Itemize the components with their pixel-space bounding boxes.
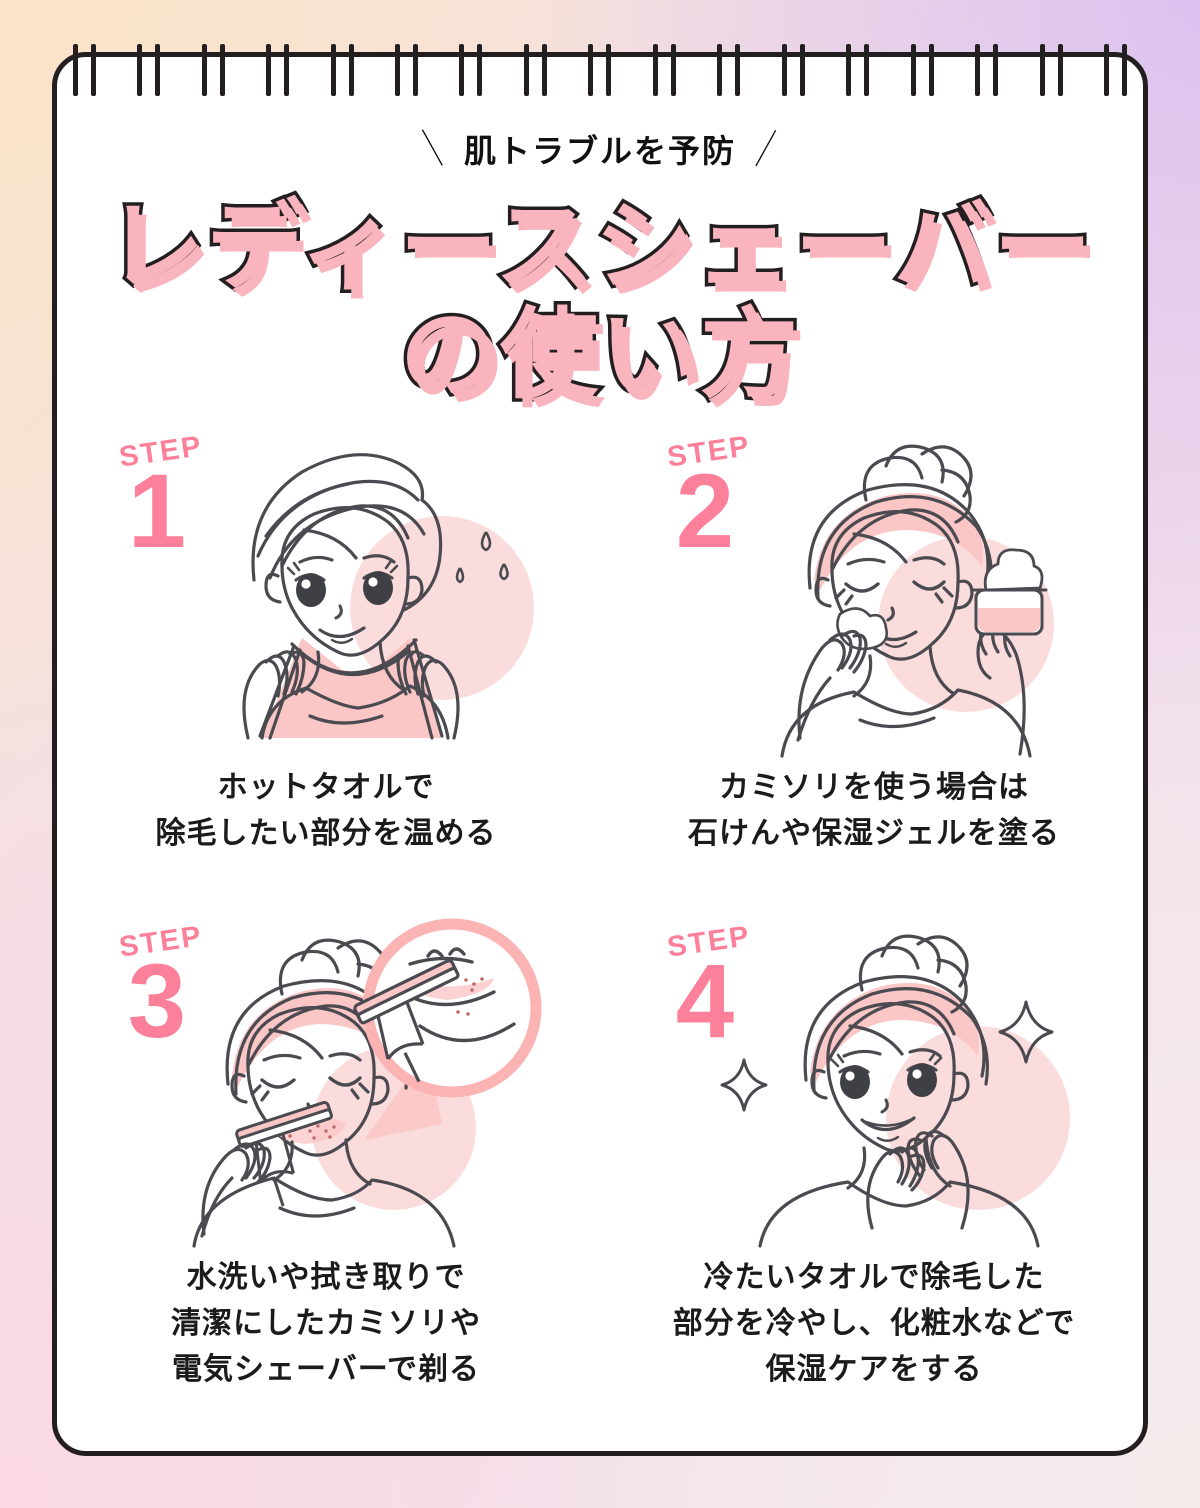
binding-ring — [266, 44, 272, 96]
woman-applying-gel-icon — [690, 438, 1110, 758]
binding-ring — [137, 44, 143, 96]
binding-ring — [846, 44, 852, 96]
binding-ring — [975, 44, 981, 96]
slash-left-icon: ＼ — [411, 127, 455, 171]
binding-ring — [1057, 44, 1063, 96]
slash-right-icon: ／ — [745, 127, 789, 171]
binding-ring — [477, 44, 483, 96]
binding-ring — [588, 44, 594, 96]
binding-ring — [781, 44, 787, 96]
step-caption-4: 冷たいタオルで除毛した 部分を冷やし、化粧水などで 保湿ケアをする — [614, 1255, 1134, 1393]
step-label-3: STEP 3 — [92, 920, 222, 1060]
step-caption-3: 水洗いや拭き取りで 清潔にしたカミソリや 電気シェーバーで剃る — [66, 1255, 586, 1393]
caption-line: 保湿ケアをする — [765, 1353, 983, 1386]
caption-line: ホットタオルで — [217, 771, 435, 804]
binding-ring — [90, 44, 96, 96]
binding-ring — [1122, 44, 1128, 96]
binding-ring — [459, 44, 465, 96]
step-caption-2: カミソリを使う場合は 石けんや保湿ジェルを塗る — [614, 765, 1134, 857]
binding-ring — [928, 44, 934, 96]
binding-ring — [72, 44, 78, 96]
binding-ring — [330, 44, 336, 96]
step-card-4: STEP 4 — [600, 920, 1148, 1425]
step-card-2: STEP 2 — [600, 430, 1148, 935]
caption-line: 除毛したい部分を温める — [155, 817, 497, 850]
caption-line: 電気シェーバーで剃る — [172, 1353, 480, 1386]
caption-line: 部分を冷やし、化粧水などで — [672, 1307, 1076, 1340]
binding-ring — [219, 44, 225, 96]
step-number-3: 3 — [127, 943, 187, 1060]
woman-hot-towel-icon — [142, 438, 562, 756]
title-line-1: レディースシェーバー — [103, 189, 1095, 304]
step-card-1: STEP 1 — [52, 430, 600, 935]
kicker-text: ＼肌トラブルを予防／ — [0, 126, 1200, 172]
binding-ring — [394, 44, 400, 96]
steps-grid: STEP 1 — [52, 430, 1148, 1440]
step-number-1: 1 — [127, 453, 187, 570]
woman-moisturizing-icon — [690, 928, 1110, 1248]
binding-ring — [1104, 44, 1110, 96]
binding-ring — [541, 44, 547, 96]
binding-ring — [910, 44, 916, 96]
caption-line: 清潔にしたカミソリや — [171, 1307, 481, 1340]
caption-line: 冷たいタオルで除毛した — [703, 1261, 1045, 1294]
step-caption-1: ホットタオルで 除毛したい部分を温める — [66, 765, 586, 857]
binding-ring — [1039, 44, 1045, 96]
binding-ring — [652, 44, 658, 96]
caption-line: カミソリを使う場合は — [719, 771, 1029, 804]
binding-ring — [799, 44, 805, 96]
binding-ring — [864, 44, 870, 96]
binding-ring — [717, 44, 723, 96]
kicker-label: 肌トラブルを予防 — [463, 133, 736, 169]
step-label-4: STEP 4 — [640, 920, 770, 1060]
binding-ring — [993, 44, 999, 96]
step-number-4: 4 — [675, 943, 735, 1060]
binding-ring — [606, 44, 612, 96]
step-label-1: STEP 1 — [92, 430, 222, 570]
woman-shaving-razor-icon — [142, 918, 562, 1248]
binding-ring — [412, 44, 418, 96]
binding-ring — [284, 44, 290, 96]
caption-line: 石けんや保湿ジェルを塗る — [688, 817, 1060, 850]
page-title: レディースシェーバー の使い方 — [0, 189, 1200, 412]
binding-ring — [523, 44, 529, 96]
spiral-binding — [52, 44, 1148, 116]
binding-ring — [155, 44, 161, 96]
binding-ring — [348, 44, 354, 96]
title-line-2: の使い方 — [396, 297, 801, 412]
step-number-2: 2 — [675, 453, 735, 570]
binding-ring — [735, 44, 741, 96]
step-label-2: STEP 2 — [640, 430, 770, 570]
step-card-3: STEP 3 — [52, 918, 600, 1425]
caption-line: 水洗いや拭き取りで — [186, 1261, 466, 1294]
binding-ring — [670, 44, 676, 96]
binding-ring — [201, 44, 207, 96]
